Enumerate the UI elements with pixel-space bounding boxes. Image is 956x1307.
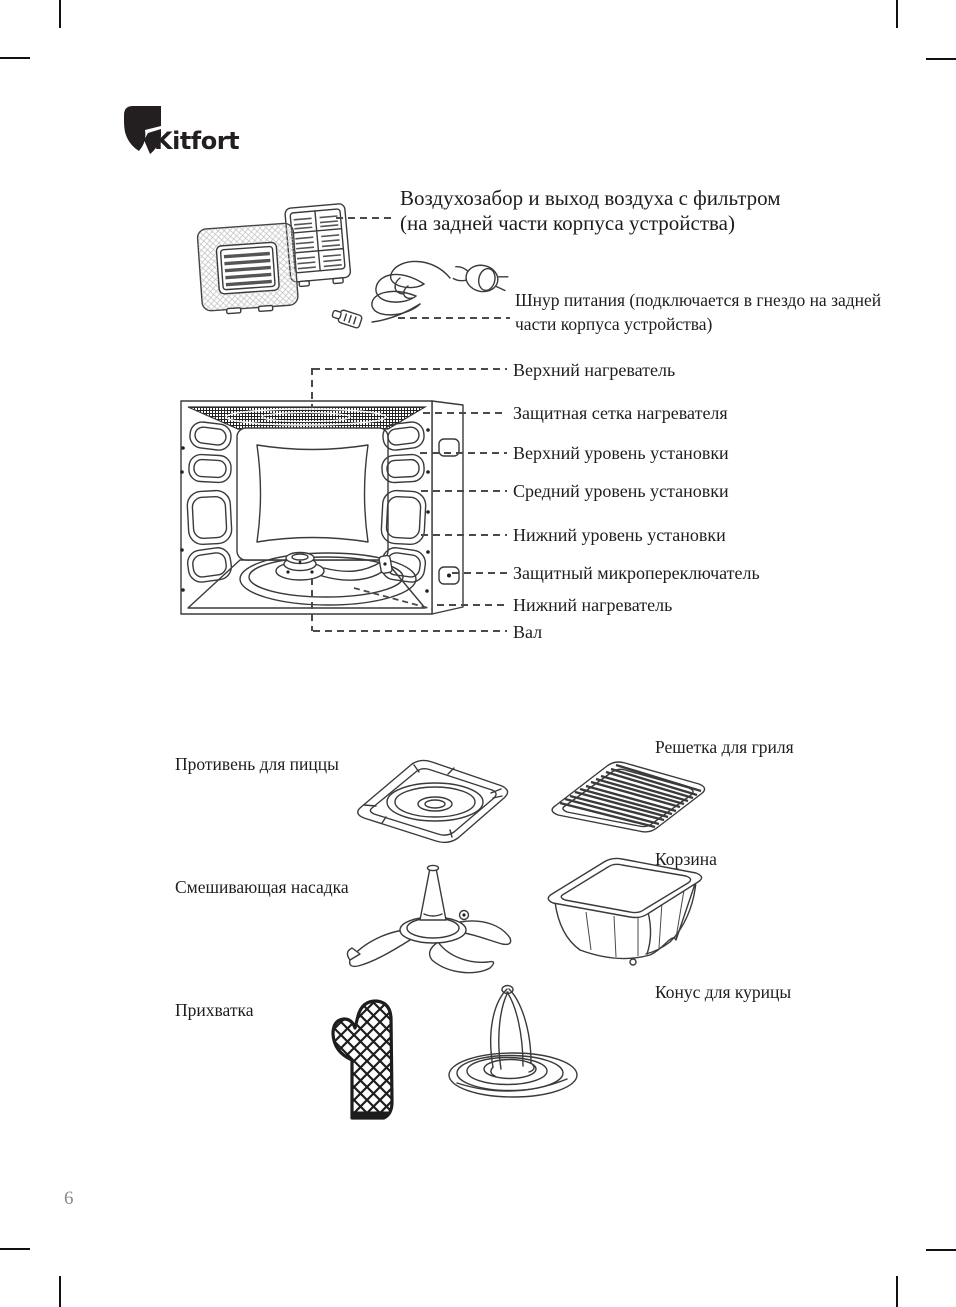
oven-label-heater-mesh: Защитная сетка нагревателя xyxy=(513,403,728,423)
kitfort-logo-icon xyxy=(124,106,162,154)
kitfort-logo-text: Kitfort xyxy=(154,127,240,155)
oven-mitt-label: Прихватка xyxy=(175,1000,254,1020)
crop-mark-bottom-right-h xyxy=(926,1249,956,1251)
crop-mark-top-left-h xyxy=(0,57,30,59)
oven-mitt-drawing xyxy=(328,996,412,1122)
heater-mesh-leader xyxy=(423,412,507,414)
oven-label-bottom-heater: Нижний нагреватель xyxy=(513,595,673,615)
chicken-cone-drawing xyxy=(443,981,583,1109)
power-cord-leader-line xyxy=(398,317,510,319)
top-heater-leader-v xyxy=(311,368,313,408)
oven-label-microswitch: Защитный микропереключатель xyxy=(513,563,760,583)
power-cord-label-line2: части корпуса устройства) xyxy=(515,314,713,334)
oven-interior-drawing xyxy=(178,388,470,620)
top-heater-leader xyxy=(313,368,507,370)
oven-label-lower-level: Нижний уровень установки xyxy=(513,525,726,545)
power-cord-drawing xyxy=(330,240,515,340)
air-intake-leader-line xyxy=(336,217,396,219)
crop-mark-top-left-v xyxy=(59,0,61,28)
shaft-leader-v xyxy=(311,578,313,631)
grill-rack-label: Решетка для гриля xyxy=(655,737,794,757)
middle-level-leader xyxy=(421,490,507,492)
power-cord-label-line1: Шнур питания (подключается в гнездо на з… xyxy=(515,290,882,310)
mixing-paddle-drawing xyxy=(338,856,533,978)
basket-drawing xyxy=(538,850,718,968)
air-intake-label-line1: Воздухозабор и выход воздуха с фильтром xyxy=(400,186,781,210)
bottom-heater-leader xyxy=(437,604,507,606)
crop-mark-top-right-v xyxy=(896,0,898,28)
crop-mark-top-right-h xyxy=(926,58,956,60)
oven-label-shaft: Вал xyxy=(513,622,543,642)
pizza-tray-drawing xyxy=(336,748,531,848)
upper-level-leader xyxy=(420,452,507,454)
crop-mark-bottom-left-h xyxy=(0,1248,30,1250)
chicken-cone-label: Конус для курицы xyxy=(655,982,792,1002)
oven-label-top-heater: Верхний нагреватель xyxy=(513,360,676,380)
air-filter-drawing xyxy=(194,196,352,324)
page-number: 6 xyxy=(64,1188,74,1209)
oven-label-middle-level: Средний уровень установки xyxy=(513,481,729,501)
microswitch-leader xyxy=(452,572,507,574)
oven-label-upper-level: Верхний уровень установки xyxy=(513,443,729,463)
basket-label: Корзина xyxy=(655,849,717,869)
pizza-tray-label: Противень для пиццы xyxy=(175,754,339,774)
air-intake-label-line2: (на задней части корпуса устройства) xyxy=(400,211,735,235)
shaft-leader xyxy=(313,630,507,632)
crop-mark-bottom-left-v xyxy=(59,1276,61,1307)
grill-rack-drawing xyxy=(533,750,718,842)
lower-level-leader xyxy=(421,534,507,536)
mixing-paddle-label: Смешивающая насадка xyxy=(175,877,349,897)
crop-mark-bottom-right-v xyxy=(896,1276,898,1307)
